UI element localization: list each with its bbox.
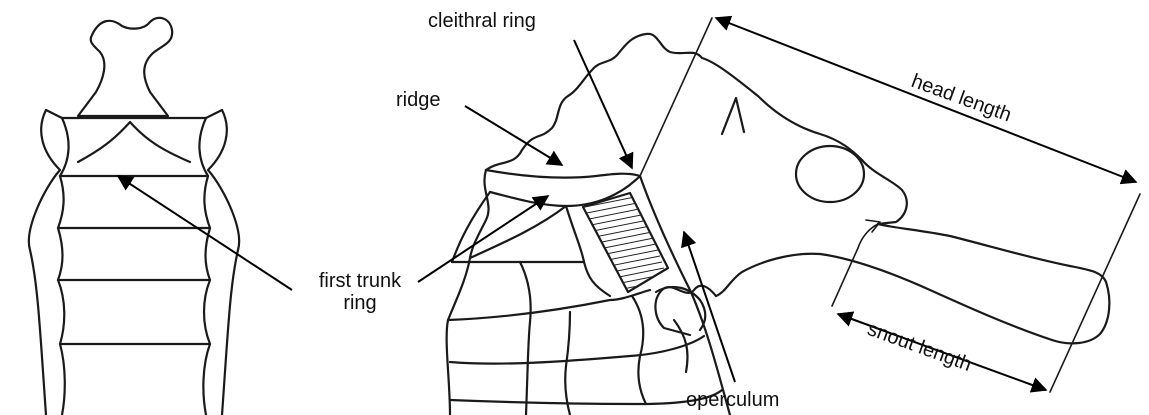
jaw-edge [655,286,716,335]
head-length-arrow [716,18,1136,182]
label-first-trunk-ring-line1: first trunk [319,270,401,292]
snout-top [878,224,1106,282]
dorsal-ring-3 [58,280,210,344]
head-spine [722,98,744,134]
operculum-arrow [684,232,735,382]
body-vertical-3 [632,296,646,404]
snout-tip [1052,282,1109,343]
body-plate-line-g [450,390,722,404]
body-vertical-2 [565,312,570,415]
label-first-trunk-ring: first trunk ring [290,270,430,314]
body-plate-line-b [470,206,566,258]
label-ridge: ridge [396,89,440,111]
body-plate-line-f [450,336,704,364]
body-plate-line-c [566,206,610,296]
dorsal-trunk-view [29,18,239,415]
head-top-edge [486,34,907,224]
dorsal-diamond [78,122,190,162]
annotation-arrows [118,18,1136,390]
body-outline-left [447,170,489,415]
label-cleithral-ring: cleithral ring [428,10,536,32]
body-vertical-1 [520,262,531,415]
dorsal-outline-left [29,110,60,415]
label-operculum: operculum [686,389,779,411]
head-length-endline [1050,194,1140,392]
head-length-baseline [640,18,712,176]
dorsal-outline-right [208,110,239,415]
lateral-head-view [447,18,1140,415]
eye [796,146,864,202]
first-trunk-ring-arrow-right [418,196,548,282]
dorsal-ring-4 [60,344,210,415]
body-plate-line-e [448,290,650,320]
dorsal-ring-2 [58,228,210,280]
dorsal-head-process [78,18,172,116]
operculum-plate [583,193,668,292]
cleithral-ring-arrow [574,40,632,168]
ridge-arrow [465,106,562,165]
label-first-trunk-ring-line2: ring [343,292,376,314]
